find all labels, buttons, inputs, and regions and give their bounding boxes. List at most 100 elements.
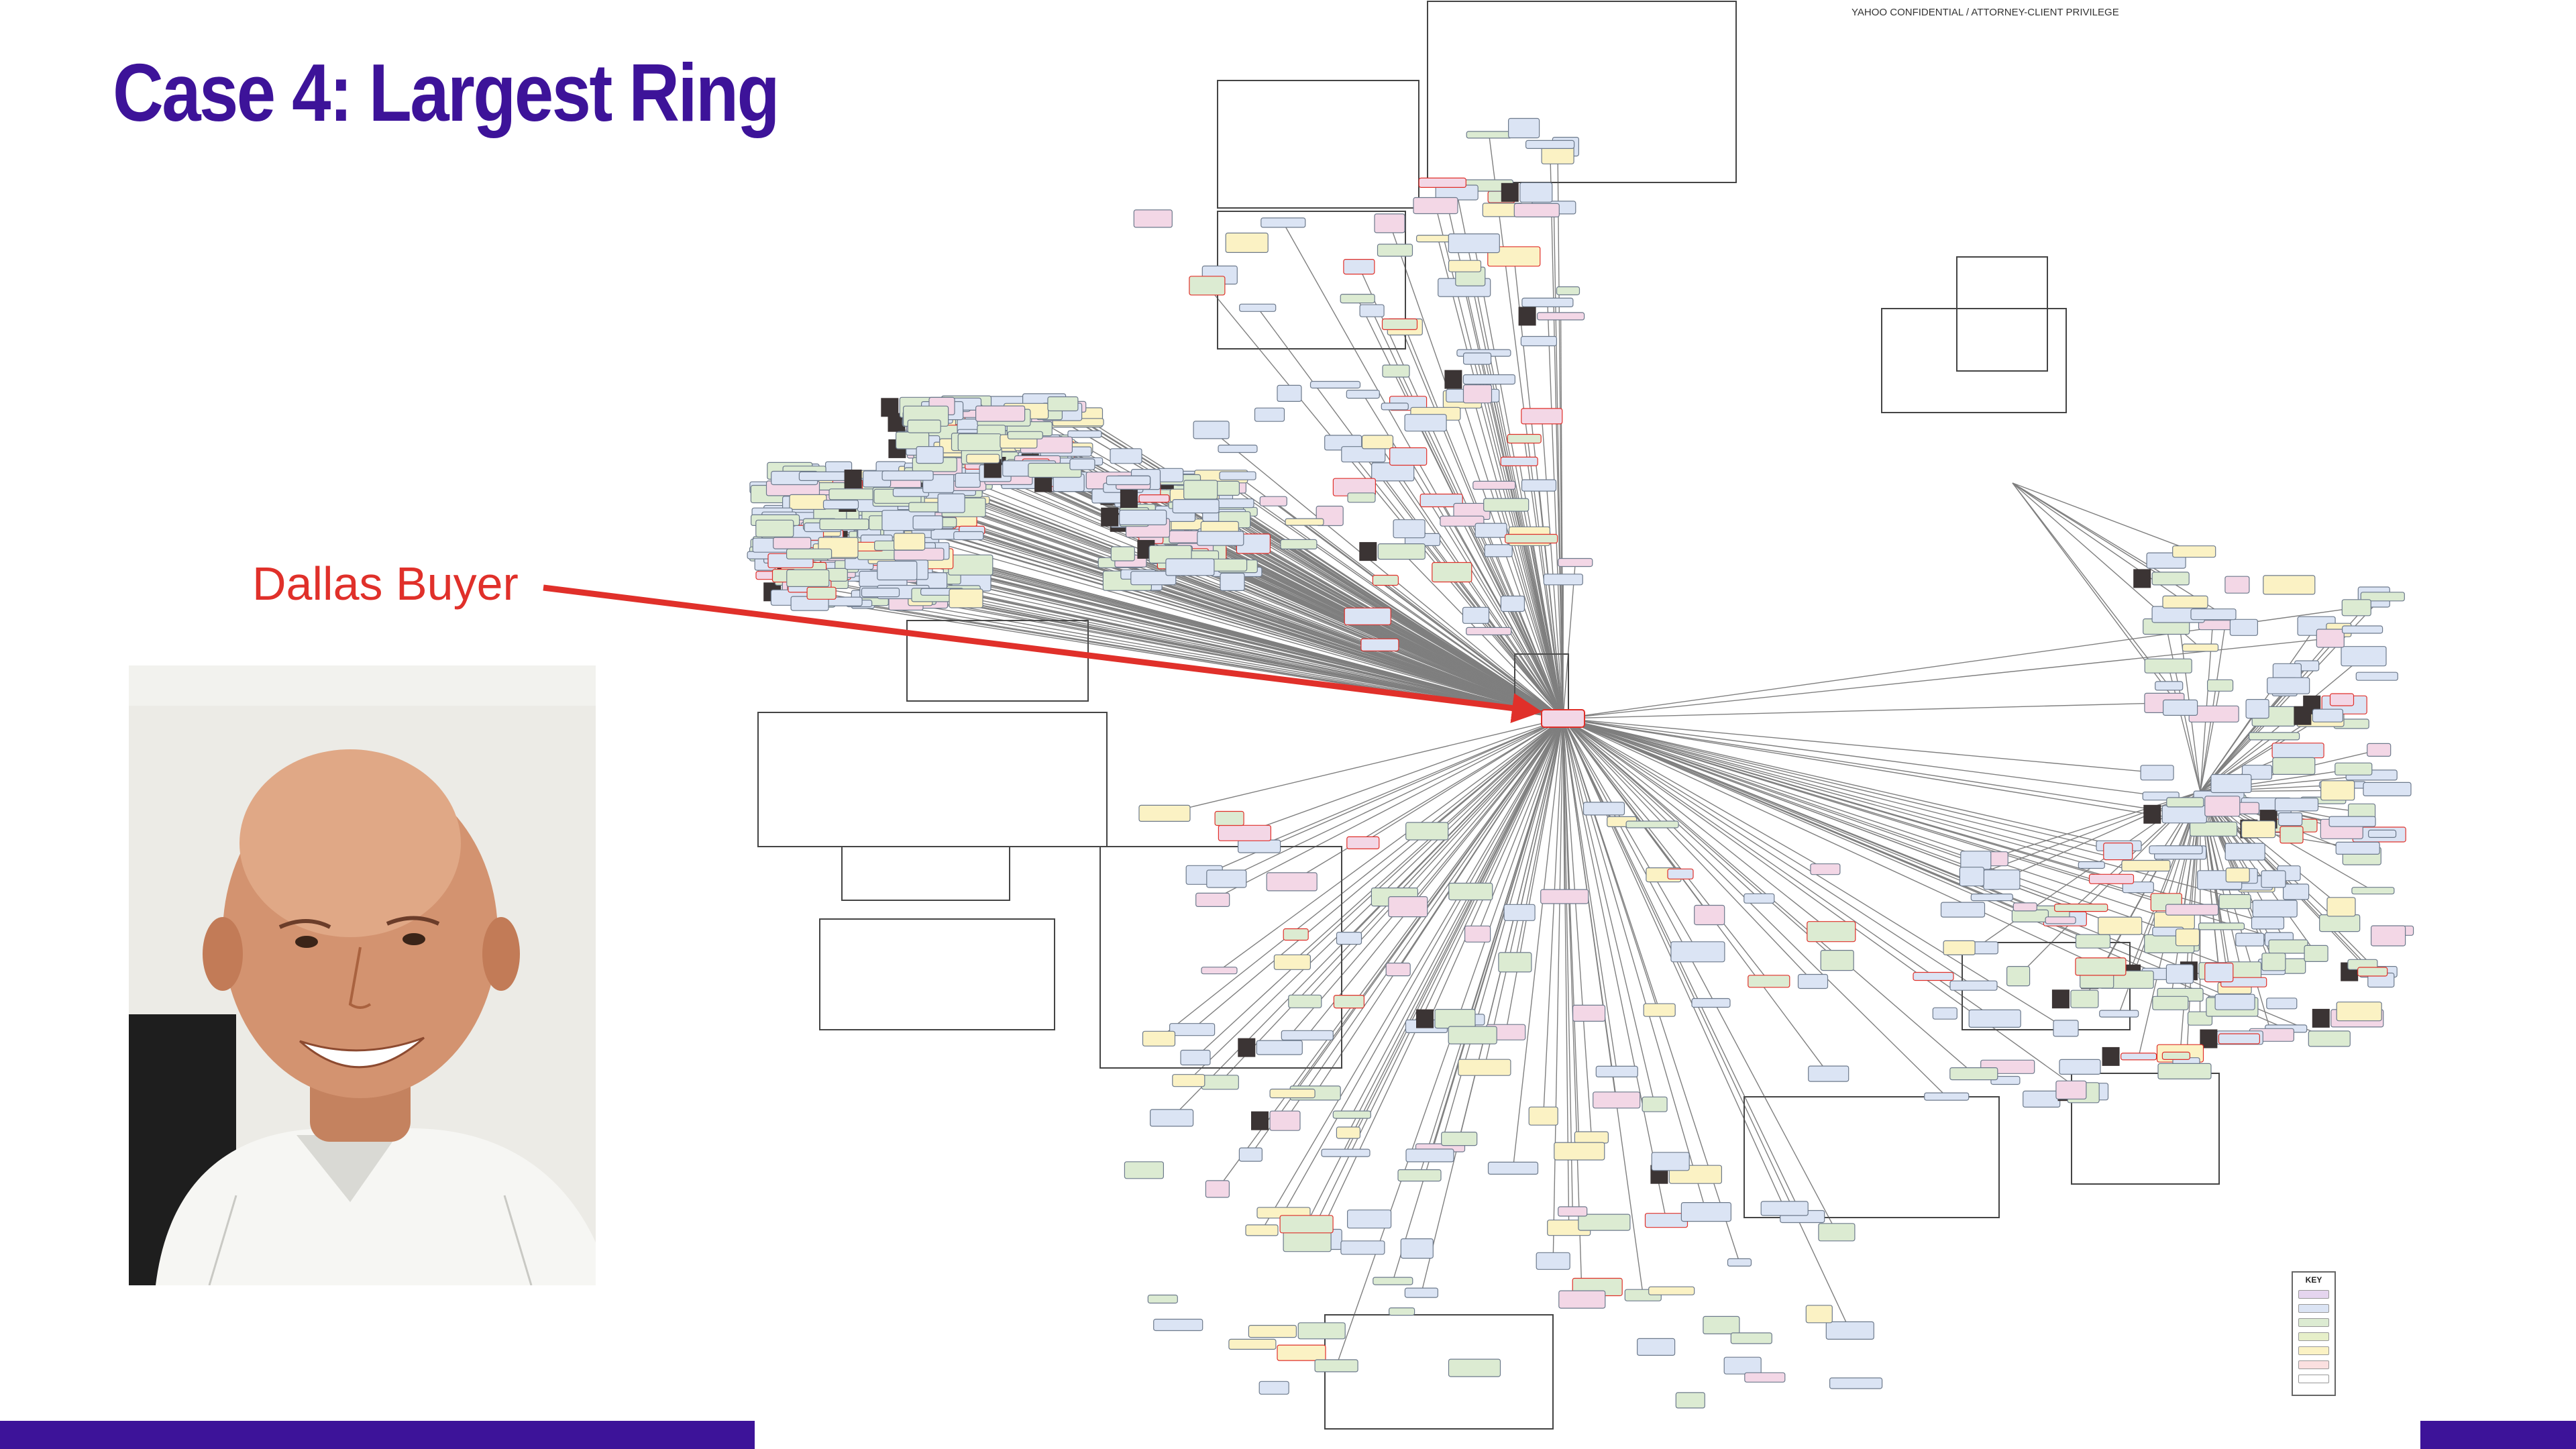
graph-node (1283, 1231, 1332, 1252)
graph-node (1157, 468, 1184, 482)
graph-edge (1543, 718, 1564, 1116)
graph-node (1829, 1377, 1883, 1389)
graph-node (828, 488, 878, 500)
graph-node (1448, 260, 1482, 272)
graph-node (1727, 1258, 1752, 1267)
graph-node (2274, 798, 2319, 812)
graph-node (1285, 518, 1324, 526)
graph-node (2355, 672, 2398, 681)
graph-node (1537, 312, 1585, 321)
graph-edge (1562, 718, 1803, 1217)
graph-node (1336, 1126, 1361, 1139)
graph-node (1670, 941, 1725, 963)
graph-node (1521, 408, 1563, 425)
graph-node (1949, 980, 1998, 991)
graph-node (1381, 318, 1418, 330)
graph-node (1218, 824, 1272, 841)
graph-node (1464, 925, 1491, 943)
graph-node (1388, 896, 1428, 918)
key-swatch (2298, 1318, 2329, 1327)
graph-node (1500, 456, 1538, 467)
graph-edge (1530, 538, 1564, 719)
graph-node (2278, 812, 2303, 826)
graph-node-photo (1518, 307, 1536, 326)
graph-node (1133, 209, 1173, 228)
graph-node (1554, 1142, 1605, 1161)
graph-node (1419, 493, 1463, 508)
graph-node (1239, 303, 1277, 312)
graph-node (1189, 276, 1226, 296)
graph-node (2011, 909, 2049, 923)
graph-edge (2200, 791, 2317, 954)
graph-node (1744, 1372, 1786, 1383)
graph-edge (1226, 718, 1564, 879)
graph-edge (1194, 495, 1564, 719)
graph-node (2098, 916, 2143, 935)
graph-edge (1261, 718, 1564, 1231)
cluster-frame (1956, 256, 2048, 372)
graph-node (2367, 743, 2392, 757)
graph-edge (1562, 718, 2175, 921)
graph-node (1028, 462, 1082, 478)
graph-node (1413, 197, 1458, 215)
graph-edge (1389, 223, 1564, 719)
graph-node (1466, 627, 1512, 636)
graph-node (1389, 447, 1428, 466)
graph-node (2368, 829, 2397, 839)
graph-edge (1562, 718, 1617, 1072)
graph-node (2341, 599, 2371, 616)
cluster-frames (757, 1, 2220, 1430)
graph-node (1463, 352, 1492, 365)
graph-edge (1489, 134, 1564, 719)
graph-node (1505, 533, 1558, 544)
graph-edge (1505, 718, 1564, 1032)
graph-node (2012, 902, 2037, 912)
graph-node-photo (1416, 1009, 1434, 1028)
graph-edge (1562, 718, 1605, 809)
graph-edge (1549, 144, 1564, 719)
graph-node (2053, 1020, 2079, 1037)
graph-edge (1562, 718, 1667, 1221)
graph-edge (2200, 685, 2289, 792)
graph-node (1206, 869, 1247, 888)
graph-node (1582, 802, 1625, 816)
graph-node (1069, 458, 1095, 470)
graph-node (1314, 1359, 1358, 1373)
graph-node-photo (2102, 1046, 2120, 1066)
graph-node (1258, 1381, 1289, 1395)
graph-edge (2200, 614, 2214, 792)
graph-node (2261, 953, 2286, 971)
graph-node (1149, 1109, 1194, 1127)
graph-edge (1426, 718, 1564, 1027)
graph-node (1528, 1106, 1558, 1126)
graph-node (1344, 607, 1391, 625)
graph-node (1968, 1009, 2021, 1028)
graph-node (1193, 421, 1230, 439)
graph-node (1483, 498, 1529, 512)
graph-node (2121, 859, 2171, 872)
graph-node (2006, 965, 2031, 987)
graph-node (2075, 957, 2127, 976)
graph-node (1197, 531, 1244, 546)
graph-node (1667, 868, 1694, 879)
graph-edge (1291, 718, 1564, 963)
graph-node (1810, 863, 1841, 875)
graph-edge (1562, 718, 2084, 1093)
graph-edge (1562, 718, 1760, 899)
graph-node (1572, 1004, 1606, 1022)
graph-node-photo (1251, 1111, 1269, 1130)
graph-edge (1972, 791, 2201, 877)
graph-node (2229, 619, 2258, 636)
graph-edge (1258, 718, 1564, 847)
graph-node (1448, 882, 1493, 901)
cluster-frame (819, 918, 1055, 1030)
graph-edge (1562, 718, 2118, 852)
graph-node (1932, 1007, 1957, 1020)
graph-edge (1234, 502, 1564, 719)
graph-node (1940, 902, 1986, 918)
key-swatch (2298, 1304, 2329, 1313)
graph-node (1228, 1338, 1277, 1350)
dallas-buyer-callout: Dallas Buyer (252, 557, 519, 610)
graph-node (1797, 973, 1829, 989)
graph-edge (1562, 718, 1593, 1138)
